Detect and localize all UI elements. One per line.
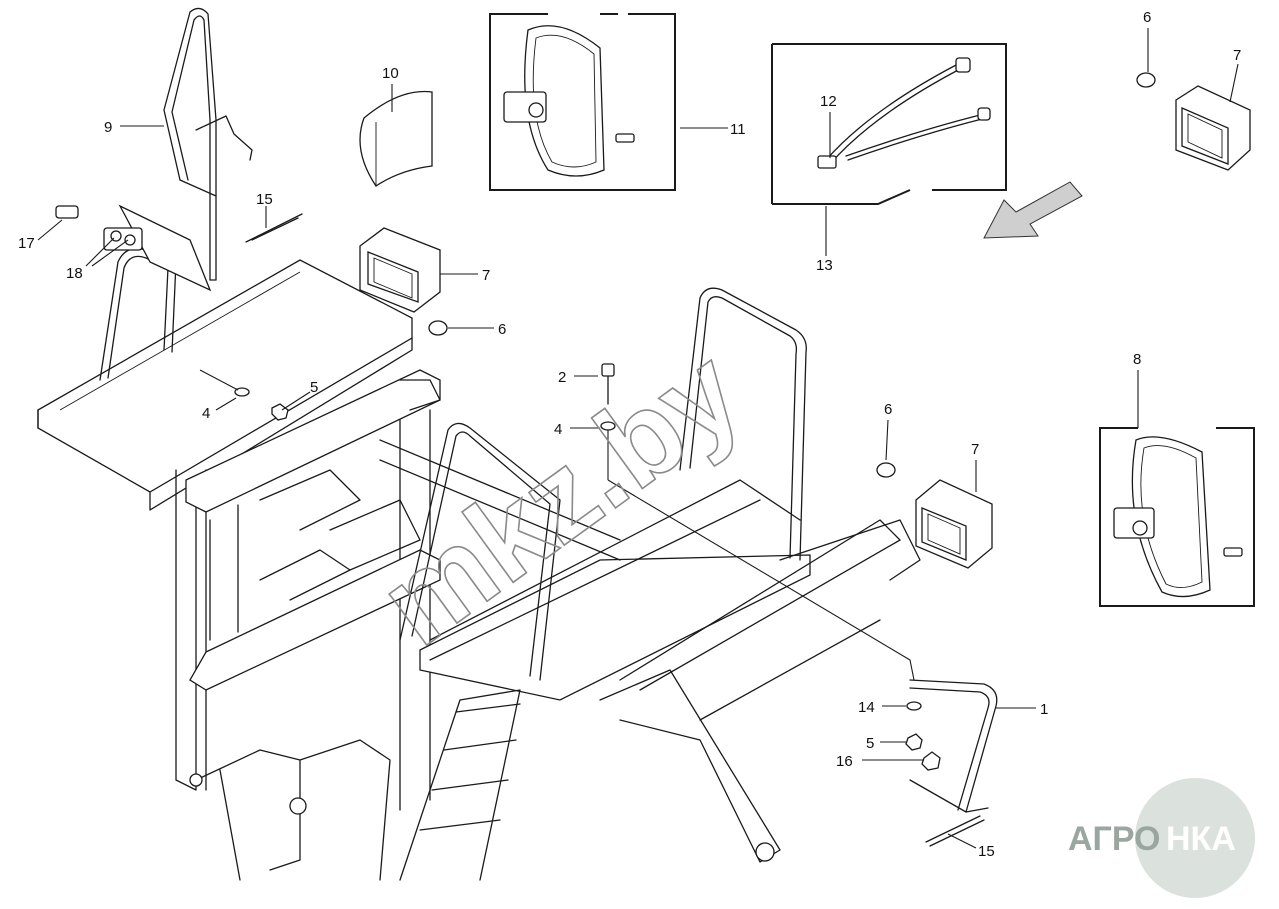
callout-11: 11 xyxy=(730,121,746,138)
direction-arrow xyxy=(983,181,1083,239)
callout-6c: 6 xyxy=(884,401,892,418)
callout-5a: 5 xyxy=(310,379,318,396)
part-grommet-topright xyxy=(1136,72,1156,88)
callout-15b: 15 xyxy=(978,843,995,860)
part-bracket-1 xyxy=(909,679,998,847)
part-clamp xyxy=(55,204,212,292)
callout-10: 10 xyxy=(382,65,399,82)
logo-text-left: АГРО xyxy=(1068,820,1161,858)
callout-4b: 4 xyxy=(554,421,562,438)
callout-6a: 6 xyxy=(1143,9,1151,26)
part-work-light-right xyxy=(915,479,993,569)
callout-9: 9 xyxy=(104,119,112,136)
cab-frame xyxy=(37,247,921,881)
callout-14: 14 xyxy=(858,699,875,716)
callout-15a: 15 xyxy=(256,191,273,208)
callout-2: 2 xyxy=(558,369,566,386)
callout-8: 8 xyxy=(1133,351,1141,368)
callout-18: 18 xyxy=(66,265,83,282)
logo-text-right: НКА xyxy=(1166,820,1236,858)
box-cable-13 xyxy=(771,43,1007,205)
callout-17: 17 xyxy=(18,235,35,252)
part-work-light-left xyxy=(359,227,441,313)
leader-lines xyxy=(37,28,1239,849)
callout-12: 12 xyxy=(820,93,837,110)
part-spring-top xyxy=(245,213,303,243)
part-grommet-right xyxy=(876,462,896,478)
box-mirror-11 xyxy=(489,13,676,191)
callout-labels: 9 10 11 12 13 6 7 15 17 18 7 6 5 4 2 4 6… xyxy=(18,9,1241,860)
callout-7a: 7 xyxy=(1233,47,1241,64)
box-mirror-8 xyxy=(1099,427,1255,607)
part-lamp-cover xyxy=(359,90,433,187)
callout-4a: 4 xyxy=(202,405,210,422)
callout-16: 16 xyxy=(836,753,853,770)
callout-1: 1 xyxy=(1040,701,1048,718)
callout-7c: 7 xyxy=(971,441,979,458)
callout-7b: 7 xyxy=(482,267,490,284)
callout-5b: 5 xyxy=(866,735,874,752)
part-hardware xyxy=(234,363,941,771)
brand-logo: АГРО НКА xyxy=(1068,778,1255,898)
part-grommet-left xyxy=(428,320,448,336)
part-mirror-arm xyxy=(163,7,253,281)
callout-13: 13 xyxy=(816,257,833,274)
callout-6b: 6 xyxy=(498,321,506,338)
part-work-light-topright xyxy=(1175,85,1251,171)
